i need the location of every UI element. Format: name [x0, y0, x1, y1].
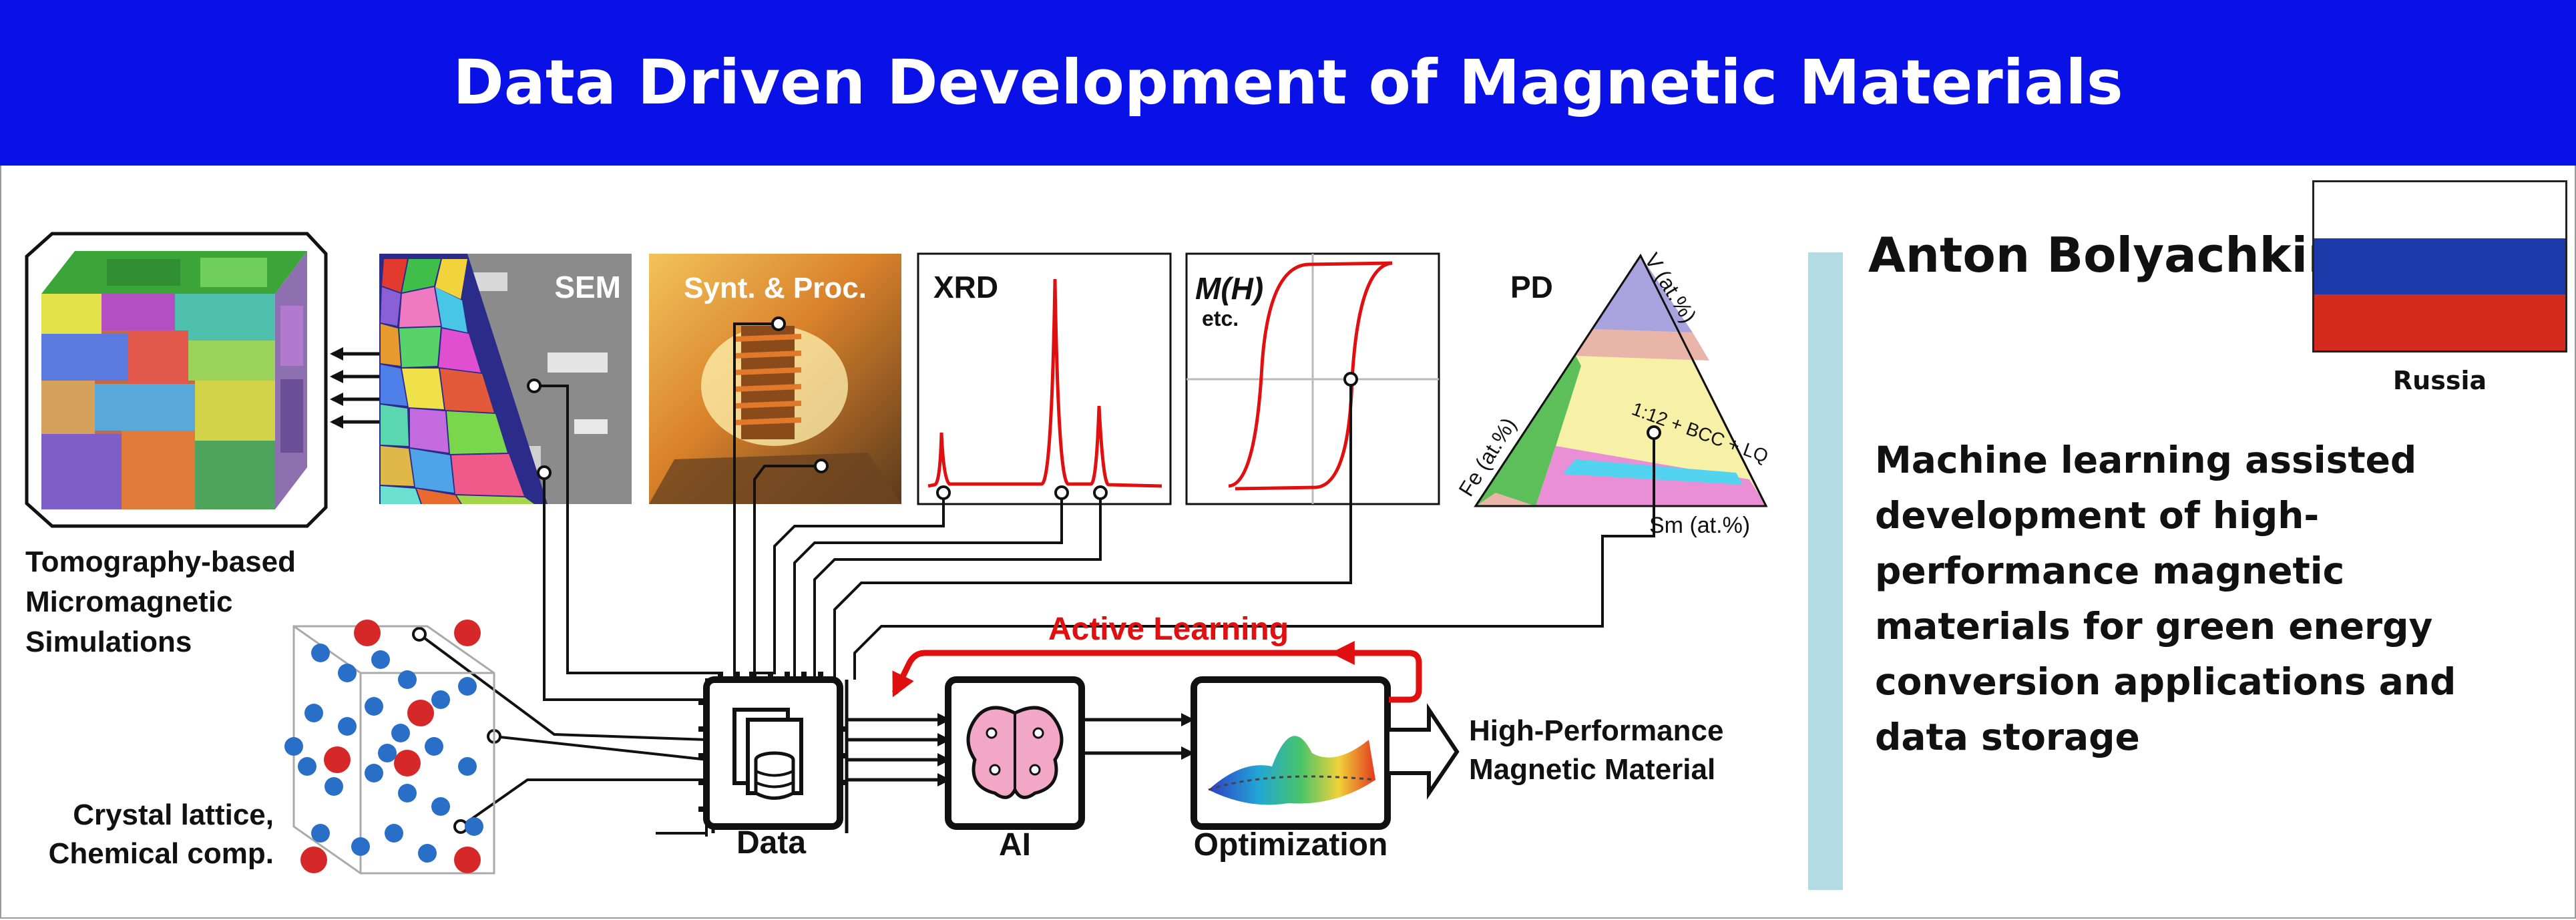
crystal-label-line-1: Crystal lattice, — [73, 798, 274, 831]
presenter-name: Anton Bolyachkin — [1868, 227, 2342, 283]
output-arrow — [1385, 703, 1460, 800]
workflow-figure: SEM Synt. & Proc. XRD M(H) etc. PD 1 — [25, 232, 1771, 875]
russia-flag-icon — [2312, 180, 2567, 353]
ai-block-label: AI — [999, 827, 1031, 863]
flag-stripe-red — [2314, 294, 2565, 351]
tomography-label-line-1: Tomography-based — [25, 545, 296, 578]
optimization-block[interactable] — [1191, 676, 1391, 830]
sem-panel: SEM — [379, 254, 632, 504]
tomography-label-line-2: Micromagnetic — [25, 586, 233, 618]
tomography-cube — [25, 232, 328, 528]
crystal-label-line-2: Chemical comp. — [48, 837, 274, 870]
connector-nodes — [412, 316, 1661, 834]
ai-to-opt-arrows — [1083, 713, 1195, 760]
synthesis-label: Synt. & Proc. — [684, 272, 867, 304]
optimization-block-label: Optimization — [1194, 827, 1388, 863]
output-label-line-2: Magnetic Material — [1469, 753, 1716, 786]
pd-label: PD — [1510, 270, 1553, 304]
title-banner — [0, 0, 2576, 166]
pd-axis-sm: Sm (at.%) — [1649, 513, 1750, 538]
output-label-line-1: High-Performance — [1469, 714, 1724, 747]
active-learning-label: Active Learning — [1048, 612, 1289, 647]
tomography-label: Tomography-based Micromagnetic Simulatio… — [25, 542, 296, 662]
tomography-label-line-3: Simulations — [25, 626, 192, 658]
mh-label: M(H) — [1195, 271, 1263, 306]
xrd-panel: XRD — [917, 252, 1172, 505]
sem-to-cube-arrows — [330, 347, 379, 429]
accent-bar — [1808, 252, 1843, 890]
active-learning-loop — [891, 641, 1422, 703]
data-block-label: Data — [736, 825, 806, 861]
country-label: Russia — [2392, 366, 2487, 395]
data-to-ai-arrows — [848, 713, 951, 786]
phase-diagram: PD 1:12 + BCC + LQ V (at.%) Fe (at.%) Sm… — [1454, 249, 1771, 538]
project-description: Machine learning assisted development of… — [1875, 439, 2456, 758]
mh-sublabel: etc. — [1202, 306, 1239, 330]
crystal-lattice — [284, 620, 495, 875]
ai-block[interactable] — [945, 676, 1085, 830]
content-frame — [0, 166, 2576, 919]
data-block[interactable] — [698, 672, 849, 833]
flag-stripe-blue — [2314, 238, 2565, 294]
synthesis-panel: Synt. & Proc. — [649, 254, 901, 504]
page-title: Data Driven Development of Magnetic Mate… — [453, 47, 2123, 118]
xrd-label: XRD — [933, 270, 998, 304]
mh-panel: M(H) etc. — [1185, 252, 1440, 505]
output-label: High-Performance Magnetic Material — [1469, 712, 1723, 789]
sem-label: SEM — [554, 270, 621, 304]
flag-stripe-white — [2314, 182, 2565, 238]
crystal-label: Crystal lattice, Chemical comp. — [27, 796, 274, 873]
